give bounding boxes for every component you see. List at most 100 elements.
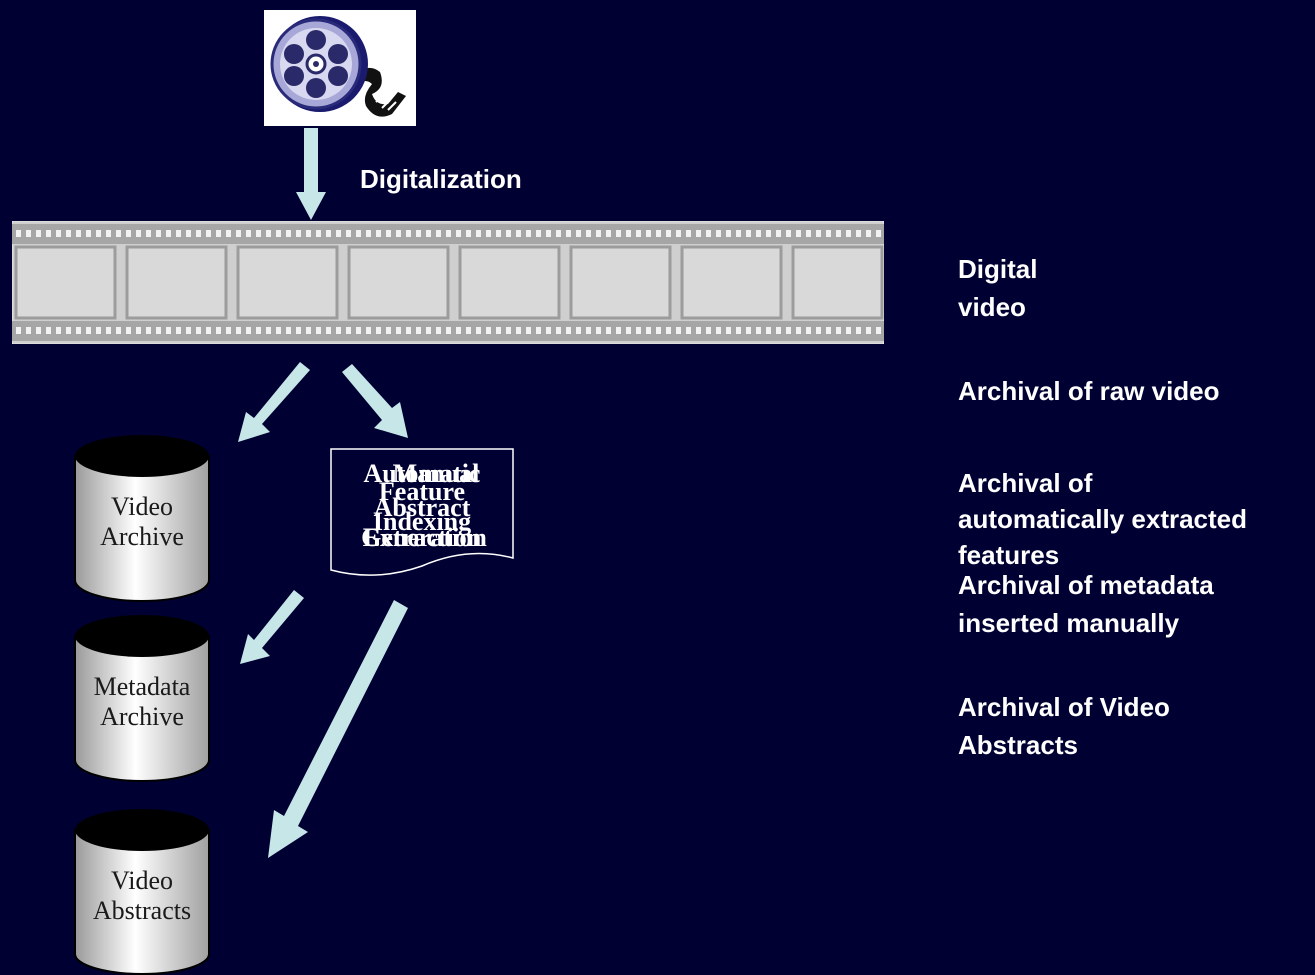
video-abstracts-line1: Video bbox=[111, 866, 173, 895]
sprocket-hole bbox=[666, 327, 671, 334]
film-reel-icon bbox=[264, 10, 416, 126]
sprocket-hole bbox=[376, 327, 381, 334]
sprocket-hole bbox=[746, 327, 751, 334]
sprocket-hole bbox=[566, 230, 571, 237]
sprocket-hole bbox=[586, 327, 591, 334]
sprocket-hole bbox=[626, 230, 631, 237]
sprocket-hole bbox=[86, 327, 91, 334]
sprocket-hole bbox=[66, 327, 71, 334]
sprocket-hole bbox=[106, 230, 111, 237]
sprocket-hole bbox=[356, 230, 361, 237]
sprocket-hole bbox=[726, 230, 731, 237]
video-abstracts-line2: Abstracts bbox=[92, 896, 192, 925]
sprocket-hole bbox=[756, 230, 761, 237]
sprocket-hole bbox=[736, 327, 741, 334]
sprocket-hole bbox=[816, 230, 821, 237]
abstracts-label-2: Abstracts bbox=[958, 730, 1078, 760]
sprocket-hole bbox=[336, 327, 341, 334]
features-label-3: features bbox=[958, 540, 1060, 570]
sprocket-hole bbox=[116, 327, 121, 334]
sprocket-hole bbox=[706, 230, 711, 237]
features-label-2: automatically extracted bbox=[958, 504, 1248, 534]
sprocket-hole bbox=[436, 230, 441, 237]
digitalization-label: Digitalization bbox=[360, 164, 522, 194]
sprocket-hole bbox=[616, 327, 621, 334]
arrow-to-processing bbox=[342, 364, 408, 438]
sprocket-hole bbox=[306, 327, 311, 334]
film-frame bbox=[569, 245, 672, 320]
sprocket-hole bbox=[796, 230, 801, 237]
sprocket-hole bbox=[246, 230, 251, 237]
video-archive-line1: Video bbox=[111, 492, 173, 521]
sprocket-hole bbox=[756, 327, 761, 334]
sprocket-hole bbox=[486, 230, 491, 237]
film-frame bbox=[458, 245, 561, 320]
sprocket-hole bbox=[376, 230, 381, 237]
metadata-archive-line2: Archive bbox=[100, 702, 184, 731]
sprocket-hole bbox=[766, 327, 771, 334]
sprocket-hole bbox=[176, 327, 181, 334]
sprocket-hole bbox=[546, 327, 551, 334]
sprocket-hole bbox=[856, 230, 861, 237]
sprocket-hole bbox=[686, 327, 691, 334]
raw-video-label: Archival of raw video bbox=[958, 376, 1220, 406]
sprocket-hole bbox=[826, 230, 831, 237]
sprocket-hole bbox=[576, 230, 581, 237]
sprocket-hole bbox=[156, 230, 161, 237]
metadata-label-1: Archival of metadata bbox=[958, 570, 1214, 600]
sprocket-hole bbox=[796, 327, 801, 334]
sprocket-hole bbox=[566, 327, 571, 334]
sprocket-hole bbox=[416, 327, 421, 334]
film-frame bbox=[14, 245, 117, 320]
sprocket-hole bbox=[306, 230, 311, 237]
sprocket-hole bbox=[776, 230, 781, 237]
sprocket-hole bbox=[586, 230, 591, 237]
sprocket-hole bbox=[476, 230, 481, 237]
sprocket-hole bbox=[296, 327, 301, 334]
sprocket-hole bbox=[386, 230, 391, 237]
sprocket-hole bbox=[286, 230, 291, 237]
sprocket-hole bbox=[206, 327, 211, 334]
processing-line-automatic: Automatic bbox=[363, 459, 481, 488]
sprocket-hole bbox=[446, 230, 451, 237]
video-abstracts-cylinder: Video Abstracts bbox=[74, 808, 210, 975]
sprocket-hole bbox=[546, 230, 551, 237]
sprocket-hole bbox=[666, 230, 671, 237]
metadata-archive-line1: Metadata bbox=[93, 672, 191, 701]
sprocket-hole bbox=[846, 230, 851, 237]
sprocket-hole bbox=[656, 230, 661, 237]
sprocket-hole bbox=[136, 327, 141, 334]
sprocket-hole bbox=[226, 230, 231, 237]
sprocket-hole bbox=[456, 230, 461, 237]
sprocket-hole bbox=[526, 327, 531, 334]
sprocket-hole bbox=[196, 327, 201, 334]
sprocket-hole bbox=[736, 230, 741, 237]
sprocket-hole bbox=[236, 327, 241, 334]
sprocket-hole bbox=[216, 327, 221, 334]
sprocket-hole bbox=[256, 327, 261, 334]
film-frame bbox=[347, 245, 450, 320]
sprocket-hole bbox=[876, 230, 881, 237]
sprocket-hole bbox=[96, 327, 101, 334]
sprocket-hole bbox=[56, 327, 61, 334]
sprocket-hole bbox=[366, 230, 371, 237]
sprocket-hole bbox=[56, 230, 61, 237]
sprocket-hole bbox=[446, 327, 451, 334]
film-frame bbox=[125, 245, 228, 320]
sprocket-hole bbox=[186, 230, 191, 237]
sprocket-hole bbox=[626, 327, 631, 334]
processing-document: Automatic Manual Feature Abstract Indexi… bbox=[330, 448, 514, 580]
sprocket-hole bbox=[766, 230, 771, 237]
sprocket-hole bbox=[396, 327, 401, 334]
processing-line-extraction: Extraction bbox=[362, 523, 482, 552]
sprocket-hole bbox=[216, 230, 221, 237]
sprocket-hole bbox=[846, 327, 851, 334]
sprocket-hole bbox=[496, 230, 501, 237]
sprocket-hole bbox=[266, 327, 271, 334]
sprocket-hole bbox=[276, 230, 281, 237]
sprocket-hole bbox=[46, 327, 51, 334]
sprocket-hole bbox=[636, 327, 641, 334]
sprocket-hole bbox=[686, 230, 691, 237]
sprocket-hole bbox=[596, 327, 601, 334]
sprocket-hole bbox=[316, 327, 321, 334]
